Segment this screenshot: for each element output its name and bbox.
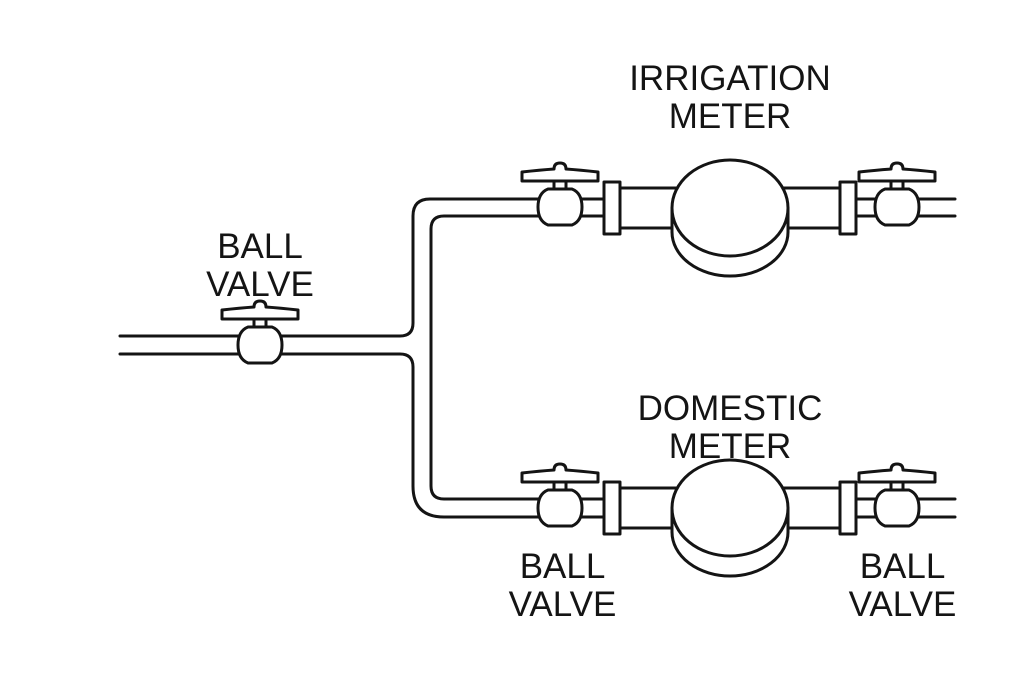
main-ball-valve-label: BALL VALVE — [206, 227, 314, 304]
main-pipe — [118, 197, 542, 519]
domestic-outlet-valve-label: BALL VALVE — [848, 547, 957, 624]
domestic-inlet-valve-label: BALL VALVE — [508, 547, 617, 624]
domestic-meter-label: DOMESTIC METER — [637, 389, 823, 466]
irrigation-meter-label: IRRIGATION METER — [629, 59, 831, 136]
irrigation-meter-icon — [602, 158, 858, 278]
domestic-meter-icon — [602, 458, 858, 578]
